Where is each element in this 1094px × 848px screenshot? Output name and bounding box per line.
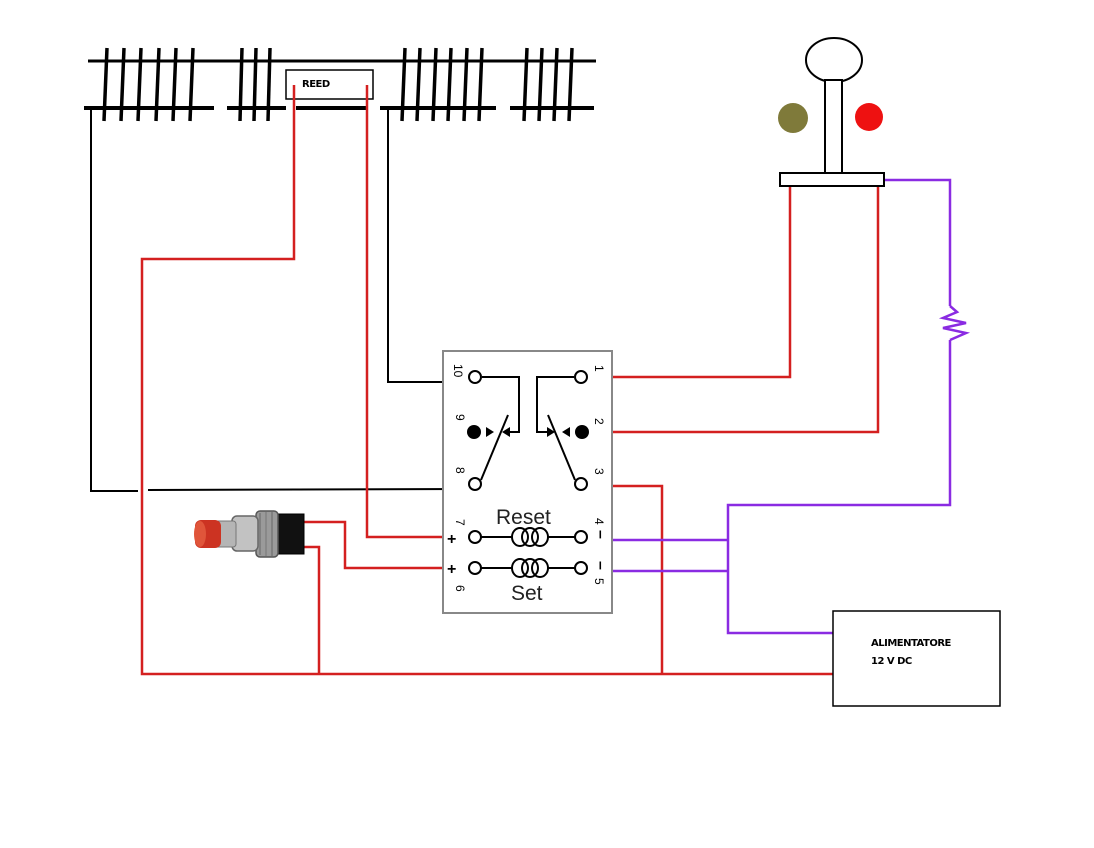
pin-label-8: 8 bbox=[453, 467, 467, 474]
reed-label: REED bbox=[302, 79, 330, 90]
signal-icon bbox=[778, 37, 885, 187]
pin-label-10: 10 bbox=[451, 364, 465, 378]
red-wires bbox=[140, 85, 880, 676]
coil-icon bbox=[481, 527, 575, 578]
reed-switch-icon: REED bbox=[285, 69, 374, 100]
purple-wires bbox=[610, 178, 952, 635]
push-button-icon bbox=[194, 510, 305, 558]
relay-icon: Reset Set 10 9 8 7 6 1 2 3 4 5 + + – – bbox=[442, 350, 613, 614]
pin-label-9: 9 bbox=[453, 414, 467, 421]
signal-lamp-red bbox=[855, 103, 883, 131]
coil-reset-label: Reset bbox=[496, 506, 551, 529]
resistor-icon bbox=[938, 305, 971, 342]
sign-pin5: – bbox=[592, 561, 609, 570]
power-supply: ALIMENTATORE 12 V DC bbox=[832, 610, 1001, 707]
coil-set-label: Set bbox=[511, 582, 543, 605]
black-wires bbox=[90, 108, 469, 492]
relay-arrows bbox=[486, 427, 570, 437]
sign-pin6: + bbox=[447, 561, 456, 578]
pin-label-4: 4 bbox=[592, 518, 606, 525]
pin-label-3: 3 bbox=[592, 468, 606, 475]
pin-label-6: 6 bbox=[453, 585, 467, 592]
signal-lamp-olive bbox=[778, 103, 808, 133]
pin-label-5: 5 bbox=[592, 578, 606, 585]
sign-pin4: – bbox=[592, 530, 609, 539]
relay-contacts bbox=[480, 376, 576, 481]
power-supply-line2: 12 V DC bbox=[871, 656, 912, 667]
relay-terminal-9 bbox=[467, 425, 481, 439]
sign-pin7: + bbox=[447, 531, 456, 548]
pin-label-1: 1 bbox=[592, 365, 606, 372]
relay-terminal-2 bbox=[575, 425, 589, 439]
pin-label-7: 7 bbox=[453, 519, 467, 526]
pin-label-2: 2 bbox=[592, 418, 606, 425]
track bbox=[84, 47, 596, 122]
power-supply-line1: ALIMENTATORE bbox=[871, 638, 952, 649]
track-sleepers-icon bbox=[102, 47, 574, 122]
